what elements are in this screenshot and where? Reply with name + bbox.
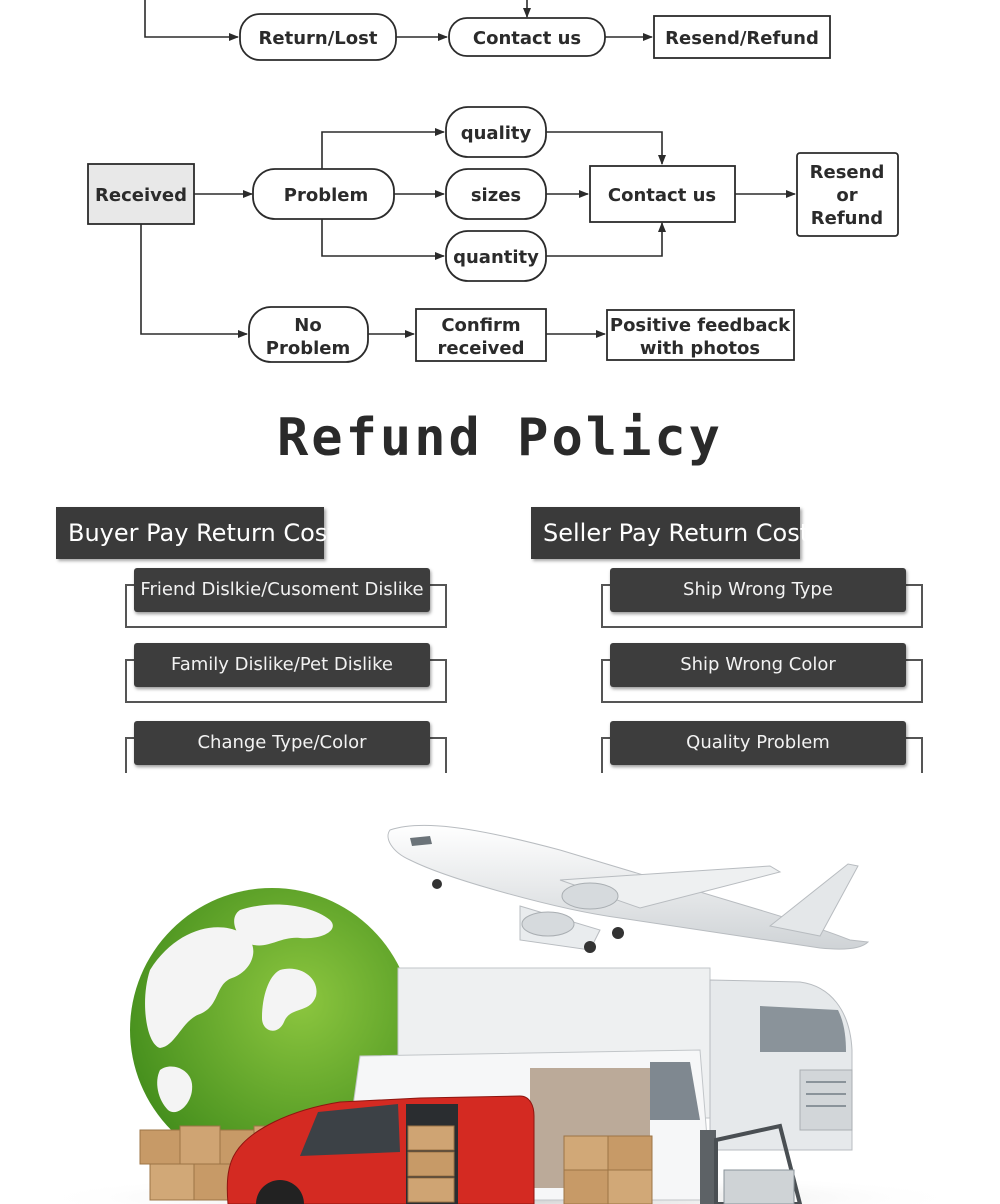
top-connectors xyxy=(144,0,653,41)
resend-or-refund-line-2: or xyxy=(836,185,857,206)
confirm-received-node: Confirm received xyxy=(415,308,547,362)
confirm-received-line-1: Confirm xyxy=(441,315,520,336)
red-van-icon xyxy=(226,1095,535,1204)
received-node: Received xyxy=(87,163,195,225)
seller-pay-header: Seller Pay Return Cost xyxy=(531,507,809,559)
airplane-icon xyxy=(387,824,870,953)
sizes-label: sizes xyxy=(471,185,521,206)
seller-item-3: Quality Problem xyxy=(610,721,906,765)
buyer-pay-header: Buyer Pay Return Cost xyxy=(56,507,337,559)
buyer-item-frame-3 xyxy=(125,737,447,773)
no-problem-line-1: No xyxy=(294,315,321,336)
seller-item-frame-3 xyxy=(601,737,923,773)
contact-us-top-label: Contact us xyxy=(473,28,581,49)
globe-icon xyxy=(130,888,414,1172)
positive-feedback-line-2: with photos xyxy=(640,338,760,359)
seller-item-1: Ship Wrong Type xyxy=(610,568,906,612)
quality-label: quality xyxy=(461,123,532,144)
resend-or-refund-line-1: Resend xyxy=(810,162,885,183)
positive-feedback-line-1: Positive feedback xyxy=(610,315,791,336)
return-lost-node: Return/Lost xyxy=(239,13,397,61)
confirm-received-line-2: received xyxy=(438,338,525,359)
quantity-node: quantity xyxy=(445,230,547,282)
refund-policy-title: Refund Policy xyxy=(277,408,723,468)
forklift-icon xyxy=(700,1123,803,1204)
buyer-item-3: Change Type/Color xyxy=(134,721,430,765)
pallet-boxes-icon xyxy=(563,1135,653,1204)
buyer-item-2: Family Dislike/Pet Dislike xyxy=(134,643,430,687)
resend-or-refund-node: Resend or Refund xyxy=(796,152,899,237)
return-lost-label: Return/Lost xyxy=(259,28,378,49)
resend-or-refund-line-3: Refund xyxy=(811,208,883,229)
contact-us-top-node: Contact us xyxy=(448,17,606,57)
resend-refund-top-label: Resend/Refund xyxy=(665,28,819,49)
main-connectors xyxy=(140,128,796,338)
problem-node: Problem xyxy=(252,168,395,220)
logistics-illustration xyxy=(30,824,970,1204)
no-problem-node: No Problem xyxy=(248,306,369,363)
positive-feedback-node: Positive feedback with photos xyxy=(606,309,795,361)
buyer-item-frame-2 xyxy=(125,659,447,703)
contact-us-main-label: Contact us xyxy=(608,185,716,206)
buyer-item-1: Friend Dislkie/Cusoment Dislike xyxy=(134,568,430,612)
seller-item-2: Ship Wrong Color xyxy=(610,643,906,687)
received-label: Received xyxy=(95,185,187,206)
quality-node: quality xyxy=(445,106,547,158)
seller-item-frame-1 xyxy=(601,584,923,628)
buyer-item-frame-1 xyxy=(125,584,447,628)
shipping-flowchart: Return/Lost Contact us Resend/Refund Rec… xyxy=(87,0,899,363)
problem-label: Problem xyxy=(284,185,368,206)
no-problem-line-2: Problem xyxy=(266,338,350,359)
contact-us-main-node: Contact us xyxy=(589,165,736,223)
seller-item-frame-2 xyxy=(601,659,923,703)
sizes-node: sizes xyxy=(445,168,547,220)
quantity-label: quantity xyxy=(453,247,539,268)
resend-refund-top-node: Resend/Refund xyxy=(653,15,831,59)
